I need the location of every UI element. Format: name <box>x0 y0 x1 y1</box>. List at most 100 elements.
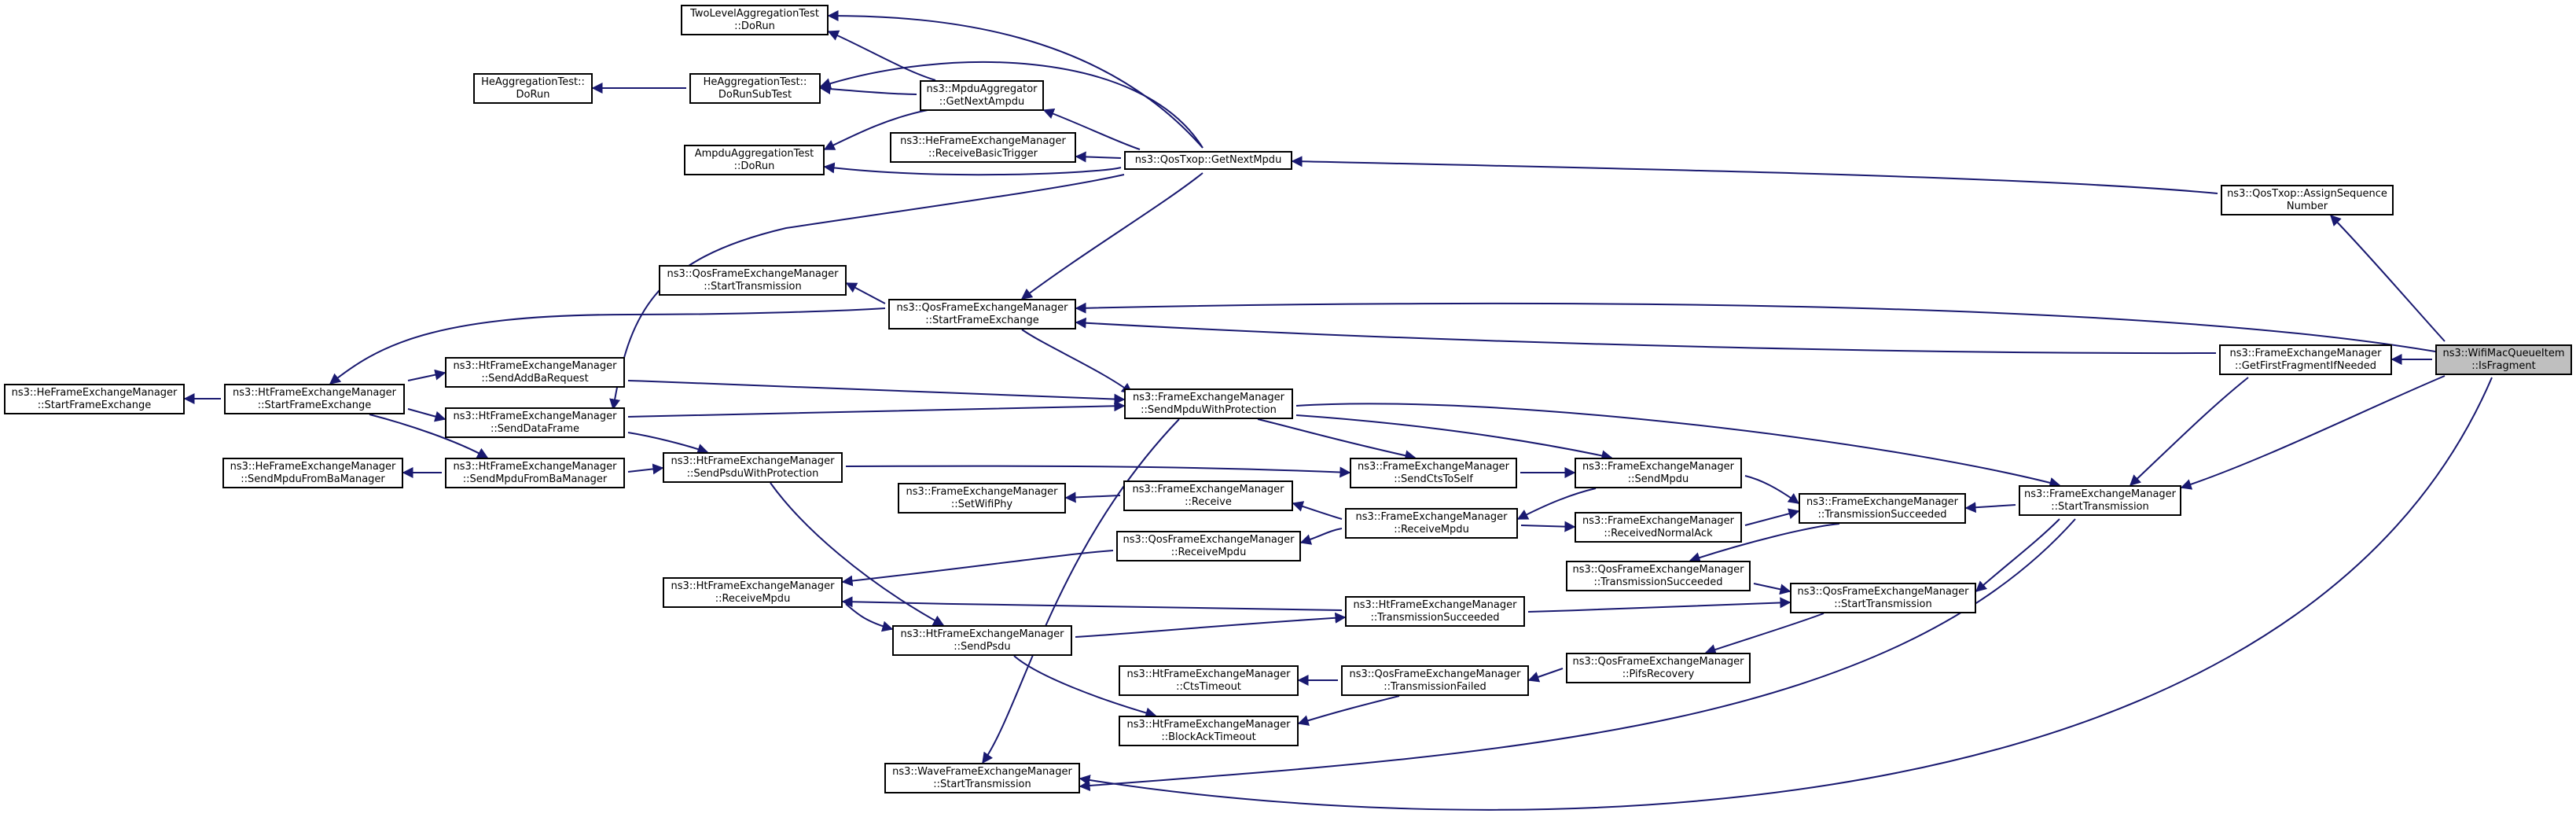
node-label-line1: ns3::HtFrameExchangeManager <box>233 386 396 399</box>
edge-senddataframe-htstartframe <box>407 408 446 422</box>
node-label-line1: ns3::HtFrameExchangeManager <box>1126 718 1291 731</box>
node-mpduaggregator-getnextampdu[interactable]: ns3::MpduAggregator ::GetNextAmpdu <box>920 80 1044 111</box>
edge-qosstart-httransmissionsucceeded <box>1527 597 1791 613</box>
node-label-line2: ::SendPsduWithProtection <box>686 467 819 480</box>
edge-twolevel-mpduaggregator <box>827 30 936 81</box>
node-qosframeexchangemanager-receivempdu[interactable]: ns3::QosFrameExchangeManager ::ReceiveMp… <box>1116 531 1301 561</box>
node-label-line1: ns3::HtFrameExchangeManager <box>453 410 617 422</box>
node-frameexchangemanager-receivempdu[interactable]: ns3::FrameExchangeManager ::ReceiveMpdu <box>1345 508 1518 539</box>
node-htframeexchangemanager-sendmpdufrombamanager[interactable]: ns3::HtFrameExchangeManager ::SendMpduFr… <box>445 458 625 488</box>
node-label-line1: ns3::FrameExchangeManager <box>1132 483 1284 495</box>
edge-qos-starttransmission-left-startframeexchange <box>845 282 886 304</box>
node-label-line1: ns3::FrameExchangeManager <box>1132 391 1285 403</box>
node-qosframeexchangemanager-pifsrecovery[interactable]: ns3::QosFrameExchangeManager ::PifsRecov… <box>1566 653 1751 683</box>
node-heaggregationtest-dorun[interactable]: HeAggregationTest:: DoRun <box>473 73 593 104</box>
edge-fem-starttransmission-getfirstfragment <box>2129 377 2249 486</box>
node-label-line1: ns3::MpduAggregator <box>926 83 1038 95</box>
node-htframeexchangemanager-sendpsdu[interactable]: ns3::HtFrameExchangeManager ::SendPsdu <box>892 625 1072 656</box>
edge-sendmpduwithprotection-sendaddba <box>627 380 1126 405</box>
node-label-line2: ::TransmissionSucceeded <box>1817 508 1947 521</box>
edge-mpduaggregator-getnextmpdu <box>1042 108 1141 150</box>
node-label-line2: ::SendCtsToSelf <box>1394 473 1473 485</box>
edge-fem-sendmpduwithprotection-fem-starttransmission <box>1295 403 2061 488</box>
edge-getnextmpdu-assignsequencenumber <box>1291 156 2218 194</box>
node-qosframeexchangemanager-starttransmission-left[interactable]: ns3::QosFrameExchangeManager ::StartTran… <box>659 265 847 296</box>
node-label-line2: DoRunSubTest <box>718 88 792 101</box>
edge-twolevel-getnextmpdu <box>827 10 1203 149</box>
node-frameexchangemanager-setwifiphy[interactable]: ns3::FrameExchangeManager ::SetWifiPhy <box>898 483 1066 514</box>
node-frameexchangemanager-sendmpdu[interactable]: ns3::FrameExchangeManager ::SendMpdu <box>1575 458 1742 488</box>
node-label-line2: ::SetWifiPhy <box>950 498 1013 510</box>
node-heaggregationtest-dorunsubtest[interactable]: HeAggregationTest:: DoRunSubTest <box>689 73 821 104</box>
node-label-line2: ::BlockAckTimeout <box>1161 731 1256 743</box>
node-frameexchangemanager-transmissionsucceeded[interactable]: ns3::FrameExchangeManager ::Transmission… <box>1799 493 1966 524</box>
node-frameexchangemanager-receive[interactable]: ns3::FrameExchangeManager ::Receive <box>1123 480 1293 511</box>
node-htframeexchangemanager-ctstimeout[interactable]: ns3::HtFrameExchangeManager ::CtsTimeout <box>1119 665 1299 696</box>
node-label-line1: ns3::HtFrameExchangeManager <box>671 580 835 592</box>
node-htframeexchangemanager-transmissionsucceeded[interactable]: ns3::HtFrameExchangeManager ::Transmissi… <box>1345 596 1525 627</box>
edge-sendpsdu-sendpsduwithprotection <box>770 482 945 626</box>
node-htframeexchangemanager-senddataframe[interactable]: ns3::HtFrameExchangeManager ::SendDataFr… <box>445 407 625 438</box>
node-heframeexchangemanager-sendmpdufrombamanager[interactable]: ns3::HeFrameExchangeManager ::SendMpduFr… <box>222 458 403 488</box>
node-label-line1: ns3::QosFrameExchangeManager <box>1572 655 1744 668</box>
node-qosframeexchangemanager-starttransmission[interactable]: ns3::QosFrameExchangeManager ::StartTran… <box>1790 583 1976 613</box>
node-qosframeexchangemanager-transmissionsucceeded[interactable]: ns3::QosFrameExchangeManager ::Transmiss… <box>1566 561 1751 591</box>
node-label-line1: ns3::WaveFrameExchangeManager <box>892 765 1072 778</box>
node-twolevelaggregationtest-dorun[interactable]: TwoLevelAggregationTest ::DoRun <box>681 5 829 35</box>
node-label-line2: ::StartTransmission <box>1834 598 1932 610</box>
node-htframeexchangemanager-receivempdu[interactable]: ns3::HtFrameExchangeManager ::ReceiveMpd… <box>663 577 843 608</box>
node-qostxop-getnextmpdu[interactable]: ns3::QosTxop::GetNextMpdu <box>1124 151 1292 170</box>
node-label-line2: ::SendDataFrame <box>490 422 580 435</box>
node-heframeexchangemanager-startframeexchange[interactable]: ns3::HeFrameExchangeManager ::StartFrame… <box>4 384 185 414</box>
node-qostxop-assignsequencenumber[interactable]: ns3::QosTxop::AssignSequence Number <box>2221 185 2394 215</box>
edge-sendmpduwithprotection-startframeexchange <box>1021 329 1134 394</box>
node-ampduaggregationtest-dorun[interactable]: AmpduAggregationTest ::DoRun <box>684 145 825 175</box>
edge-transmissionsucceeded-fem-starttransmission <box>1964 502 2016 514</box>
edge-sendctstoself-sendpsduwithprotection <box>845 465 1351 478</box>
node-label-line2: ::SendMpdu <box>1627 473 1689 485</box>
node-label-line2: ::StartFrameExchange <box>37 399 152 411</box>
edge-qos-starttransmission-fem-starttransmission <box>1975 518 2060 592</box>
edge-qostransmissionsucceeded-transmissionsucceeded <box>1689 523 1840 563</box>
node-frameexchangemanager-getfirstfragmentifneeded[interactable]: ns3::FrameExchangeManager ::GetFirstFrag… <box>2219 344 2392 375</box>
node-label-line1: ns3::HtFrameExchangeManager <box>671 455 835 467</box>
node-frameexchangemanager-starttransmission[interactable]: ns3::FrameExchangeManager ::StartTransmi… <box>2019 485 2181 516</box>
node-label-line1: ns3::FrameExchangeManager <box>1806 495 1959 508</box>
edge-startframeexchange-isfragment <box>1075 302 2436 352</box>
node-frameexchangemanager-receivednormalack[interactable]: ns3::FrameExchangeManager ::ReceivedNorm… <box>1575 512 1742 543</box>
node-frameexchangemanager-sendctstoself[interactable]: ns3::FrameExchangeManager ::SendCtsToSel… <box>1350 458 1517 488</box>
node-heframeexchangemanager-receivebasictrigger[interactable]: ns3::HeFrameExchangeManager ::ReceiveBas… <box>890 132 1076 163</box>
node-htframeexchangemanager-sendaddbarequest[interactable]: ns3::HtFrameExchangeManager ::SendAddBaR… <box>445 357 625 388</box>
node-htframeexchangemanager-startframeexchange[interactable]: ns3::HtFrameExchangeManager ::StartFrame… <box>224 384 405 414</box>
node-label-line2: ::GetFirstFragmentIfNeeded <box>2234 359 2376 372</box>
edge-receive-receivempdu <box>1292 501 1343 520</box>
node-qosframeexchangemanager-transmissionfailed[interactable]: ns3::QosFrameExchangeManager ::Transmiss… <box>1341 665 1529 696</box>
node-label-line2: ::GetNextAmpdu <box>939 95 1025 108</box>
node-label-line1: ns3::HtFrameExchangeManager <box>453 359 617 372</box>
edge-sendpsdu-htreceivempdu <box>845 603 894 632</box>
node-label-line2: ::ReceiveMpdu <box>1394 523 1469 536</box>
node-label-line2: ::SendMpduFromBaManager <box>241 473 385 485</box>
edge-httransmissionsucceeded-sendpsdu <box>1075 612 1347 638</box>
node-htframeexchangemanager-sendpsduwithprotection[interactable]: ns3::HtFrameExchangeManager ::SendPsduWi… <box>663 452 843 483</box>
edge-qosstart-qostransmissionsucceeded <box>1753 583 1791 595</box>
node-label-line1: ns3::FrameExchangeManager <box>1582 460 1735 473</box>
node-qosframeexchangemanager-startframeexchange[interactable]: ns3::QosFrameExchangeManager ::StartFram… <box>888 299 1076 330</box>
edge-sendpsdu-withprotection-senddataframe <box>627 432 709 455</box>
node-label-line1: HeAggregationTest:: <box>703 75 807 88</box>
node-label-line1: ns3::HtFrameExchangeManager <box>453 460 617 473</box>
edge-blockack-sendpsdu <box>1013 655 1157 719</box>
node-label-line1: ns3::QosTxop::GetNextMpdu <box>1134 154 1282 166</box>
call-edges <box>183 10 2493 811</box>
edge-transmissionsucceeded-receivednormalack <box>1744 508 1800 526</box>
edge-sendpsduwithprotection-sendmpdufromba <box>627 463 664 475</box>
node-frameexchangemanager-sendmpduwithprotection[interactable]: ns3::FrameExchangeManager ::SendMpduWith… <box>1124 388 1293 419</box>
node-label-line1: ns3::FrameExchangeManager <box>906 485 1058 498</box>
node-label-line1: ns3::QosTxop::AssignSequence <box>2227 187 2387 200</box>
edge-senddataframe-getnextmpdu <box>609 174 1125 410</box>
node-waveframeexchangemanager-starttransmission[interactable]: ns3::WaveFrameExchangeManager ::StartTra… <box>884 763 1080 793</box>
node-label-line2: ::ReceivedNormalAck <box>1604 527 1713 539</box>
edge-heaggregationsubtest-mpduaggregator <box>819 83 917 95</box>
node-label-line1: ns3::QosFrameExchangeManager <box>1797 585 1969 598</box>
node-htframeexchangemanager-blockacktimeout[interactable]: ns3::HtFrameExchangeManager ::BlockAckTi… <box>1119 716 1299 746</box>
